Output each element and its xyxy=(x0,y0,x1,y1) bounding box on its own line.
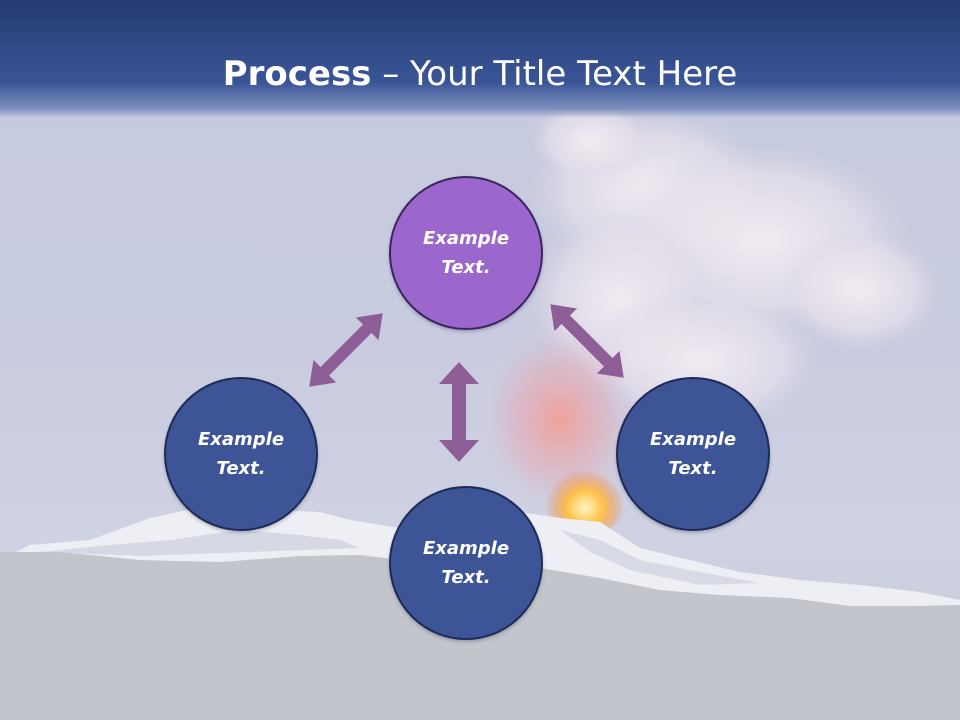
process-node-right[interactable]: Example Text. xyxy=(616,377,770,531)
title-bar xyxy=(0,0,960,118)
process-node-bottom[interactable]: Example Text. xyxy=(389,486,543,640)
process-node-top[interactable]: Example Text. xyxy=(389,176,543,330)
page-title-rest: – Your Title Text Here xyxy=(371,54,738,94)
arrow-top-left xyxy=(309,313,383,387)
arrow-top-right xyxy=(550,304,624,378)
page-title-bold: Process xyxy=(222,54,372,94)
page-title: Process – Your Title Text Here xyxy=(0,52,960,96)
process-node-left-label: Example Text. xyxy=(197,429,285,479)
process-node-left[interactable]: Example Text. xyxy=(164,377,318,531)
process-node-bottom-label: Example Text. xyxy=(422,538,510,588)
arrow-top-bottom xyxy=(439,362,479,462)
process-node-right-label: Example Text. xyxy=(649,429,737,479)
process-node-top-label: Example Text. xyxy=(422,228,510,278)
